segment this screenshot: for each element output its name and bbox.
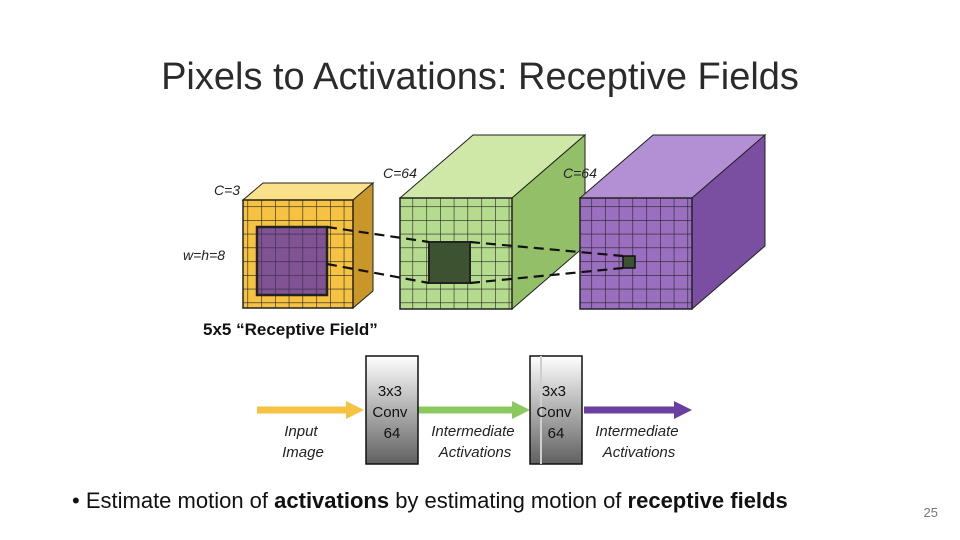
input-label-line-2: Image <box>282 444 324 461</box>
conv1-line-1: 3x3 <box>378 383 402 400</box>
projection-line-top-2 <box>469 240 624 258</box>
intermediate-label-1: Intermediate Activations <box>431 423 519 461</box>
input-volume-side <box>352 181 374 310</box>
output-volume-grid <box>580 198 692 309</box>
input-volume <box>241 181 375 310</box>
intermediate-label-2: Intermediate Activations <box>595 423 683 461</box>
projection-line-top-1 <box>326 225 430 244</box>
input-image-label: Input Image <box>282 423 324 461</box>
intermediate-receptive-field <box>428 241 471 284</box>
conv2-line-2: Conv <box>536 404 572 421</box>
mid-label-line-2: Activations <box>438 444 512 461</box>
bullet-text-2: by estimating motion of <box>389 488 628 513</box>
out-label-line-1: Intermediate <box>595 423 678 440</box>
input-volume-top <box>241 182 375 201</box>
projection-line-bottom-1 <box>326 262 430 285</box>
label-c-out: C=64 <box>563 165 597 181</box>
label-c-input: C=3 <box>214 182 240 198</box>
bullet-text-1: Estimate motion of <box>85 488 275 513</box>
arrow-out-head <box>674 401 692 419</box>
label-c-mid: C=64 <box>383 165 417 181</box>
out-label-line-2: Activations <box>602 444 676 461</box>
conv2-line-3: 64 <box>548 425 565 442</box>
page-number: 25 <box>923 505 938 520</box>
bullet-bold-receptive-fields: receptive fields <box>627 488 788 513</box>
svg-text:3x3 Conv 64: 3x3 Conv 64 <box>536 383 575 442</box>
intermediate-volume <box>398 133 587 311</box>
bullet-bold-activations: activations <box>274 488 390 513</box>
arrow-input-head <box>346 401 364 419</box>
input-receptive-field-grid <box>257 227 327 295</box>
conv1-line-2: Conv <box>372 404 408 421</box>
conv-box-1: 3x3 Conv 64 <box>365 355 419 465</box>
label-size: w=h=8 <box>183 247 225 263</box>
bullet-point: • Estimate motion of activations by esti… <box>72 488 788 513</box>
conv1-line-3: 64 <box>384 425 401 442</box>
projection-line-bottom-2 <box>469 266 624 285</box>
mid-label-line-1: Intermediate <box>431 423 514 440</box>
svg-text:3x3 Conv 64: 3x3 Conv 64 <box>372 383 411 442</box>
conv-box-2: 3x3 Conv 64 <box>529 355 583 465</box>
projection-lines <box>326 225 624 285</box>
conv2-line-1: 3x3 <box>542 383 566 400</box>
slide-title: Pixels to Activations: Receptive Fields <box>161 56 799 98</box>
output-activation-cell <box>622 255 636 269</box>
arrow-mid-head <box>512 401 530 419</box>
label-receptive-field: 5x5 “Receptive Field” <box>203 320 378 339</box>
pipeline-arrows <box>257 401 692 419</box>
input-label-line-1: Input <box>284 423 318 440</box>
output-volume <box>578 133 767 311</box>
